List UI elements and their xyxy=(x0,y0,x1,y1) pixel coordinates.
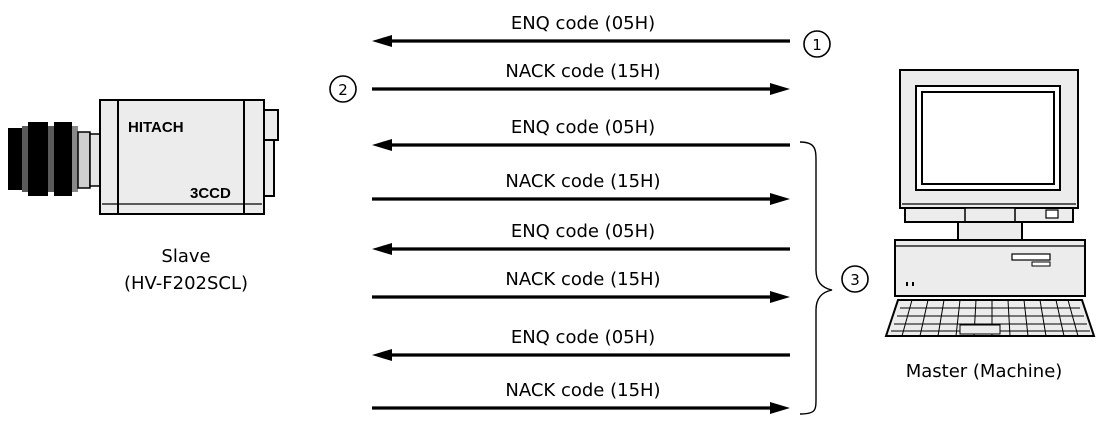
slave-label: Slave xyxy=(161,246,210,267)
message-arrowhead xyxy=(372,243,392,255)
camera-brand-label: HITACH xyxy=(128,119,184,136)
master-label: Master (Machine) xyxy=(906,361,1063,382)
message-arrowhead xyxy=(372,35,392,47)
message-label: ENQ code (05H) xyxy=(511,13,655,34)
message-arrowhead xyxy=(770,291,790,303)
message-arrow-4: NACK code (15H) xyxy=(372,171,790,205)
step-marker-2-label: 2 xyxy=(338,81,348,99)
message-arrow-3: ENQ code (05H) xyxy=(372,117,790,151)
message-arrow-2: NACK code (15H) xyxy=(372,61,790,95)
message-arrowhead xyxy=(770,83,790,95)
message-arrowhead xyxy=(770,193,790,205)
message-label: NACK code (15H) xyxy=(505,269,660,290)
step-marker-1: 1 xyxy=(803,30,831,58)
message-arrowhead xyxy=(770,402,790,414)
step-marker-3: 3 xyxy=(841,265,869,293)
step-marker-2: 2 xyxy=(329,75,357,103)
message-arrow-6: NACK code (15H) xyxy=(372,269,790,303)
message-arrow-5: ENQ code (05H) xyxy=(372,221,790,255)
step-marker-1-label: 1 xyxy=(812,36,822,54)
message-arrowhead xyxy=(372,349,392,361)
message-arrow-8: NACK code (15H) xyxy=(372,380,790,414)
computer-icon xyxy=(884,69,1096,337)
message-label: NACK code (15H) xyxy=(505,171,660,192)
message-arrow-1: ENQ code (05H) xyxy=(372,13,790,47)
slave-model-label: (HV-F202SCL) xyxy=(124,273,248,294)
message-label: ENQ code (05H) xyxy=(511,327,655,348)
message-label: NACK code (15H) xyxy=(505,61,660,82)
message-label: ENQ code (05H) xyxy=(511,117,655,138)
step-marker-3-label: 3 xyxy=(850,271,860,289)
message-arrow-7: ENQ code (05H) xyxy=(372,327,790,361)
camera-icon: HITACH 3CCD xyxy=(8,99,279,215)
camera-model-badge: 3CCD xyxy=(190,185,231,202)
message-arrowhead xyxy=(372,139,392,151)
message-label: ENQ code (05H) xyxy=(511,221,655,242)
group-brace xyxy=(799,141,833,415)
message-sequence: ENQ code (05H) NACK code (15H) ENQ code (0… xyxy=(372,13,790,414)
message-label: NACK code (15H) xyxy=(505,380,660,401)
